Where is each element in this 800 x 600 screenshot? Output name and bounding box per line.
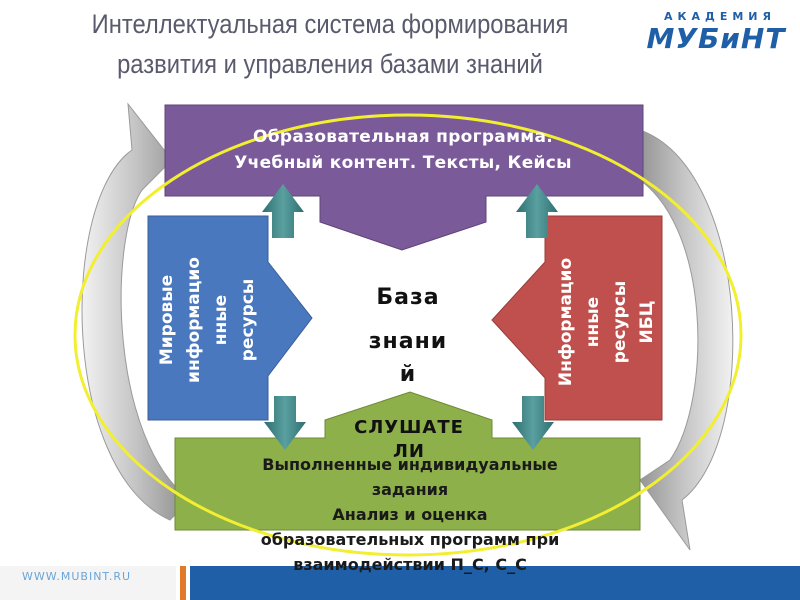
footer-bar-accent	[180, 566, 186, 600]
top-program-box	[164, 104, 644, 251]
right-box-line-3: ресурсы	[610, 280, 630, 364]
footer-bar	[190, 566, 800, 600]
left-box-line-1: Мировые	[157, 274, 177, 366]
cycle-arrow-right	[631, 129, 734, 551]
title-line-1: Интеллектуальная система формирования	[91, 9, 569, 39]
center-knowledge-base-box	[348, 270, 466, 388]
left-box-line-2: информацио	[184, 257, 204, 383]
top-box-line-2: Учебный контент. Тексты, Кейсы	[234, 153, 572, 173]
left-box-line-4: ресурсы	[238, 278, 258, 362]
top-box-line-1: Образовательная программа.	[252, 127, 554, 147]
bottom-box-line-2: задания	[371, 480, 449, 499]
left-world-resources-box	[147, 215, 313, 421]
bottom-box-line-5: взаимодействии П_С, С_С	[293, 555, 527, 574]
yellow-ellipse-outline	[73, 113, 743, 557]
right-box-line-2: нные	[583, 296, 603, 348]
bottom-box-text: Выполненные индивидуальные задания Анали…	[190, 452, 630, 577]
bottom-results-box	[174, 391, 641, 531]
connector-arrow-down-right	[512, 396, 554, 450]
knowledge-base-line-1: База	[376, 285, 440, 310]
listeners-line-2: ЛИ	[392, 441, 425, 462]
left-box-text: Мировые информацио нные ресурсы	[154, 257, 262, 383]
knowledge-base-label: База знани й	[352, 276, 464, 386]
listeners-line-1: СЛУШАТЕ	[354, 417, 464, 438]
connector-arrow-up-left	[262, 184, 304, 238]
logo-caption: АКАДЕМИЯ	[664, 10, 776, 23]
logo-wordmark: МУБиНТ	[646, 22, 786, 55]
knowledge-base-line-2: знани	[368, 329, 448, 354]
page-title: Интеллектуальная система формирования ра…	[75, 4, 585, 84]
knowledge-base-line-3: й	[399, 362, 417, 387]
connector-arrow-up-right	[516, 184, 558, 238]
top-box-text: Образовательная программа. Учебный конте…	[168, 124, 638, 176]
cycle-arrow-left	[81, 102, 191, 521]
right-box-text: Информацио нные ресурсы ИБЦ	[553, 258, 661, 386]
connector-arrow-down-left	[264, 396, 306, 450]
footer-website-link[interactable]: WWW.MUBINT.RU	[22, 570, 132, 583]
bottom-box-line-3: Анализ и оценка	[332, 505, 488, 524]
footer-left-band	[0, 566, 176, 600]
right-box-line-1: Информацио	[556, 257, 576, 387]
right-box-line-4: ИБЦ	[637, 300, 657, 344]
title-line-2: развития и управления базами знаний	[117, 49, 543, 79]
bottom-box-line-1: Выполненные индивидуальные	[262, 455, 558, 474]
bottom-box-line-4: образовательных программ при	[260, 530, 560, 549]
listeners-label: СЛУШАТЕ ЛИ	[334, 416, 484, 464]
left-box-line-3: нные	[211, 294, 231, 346]
